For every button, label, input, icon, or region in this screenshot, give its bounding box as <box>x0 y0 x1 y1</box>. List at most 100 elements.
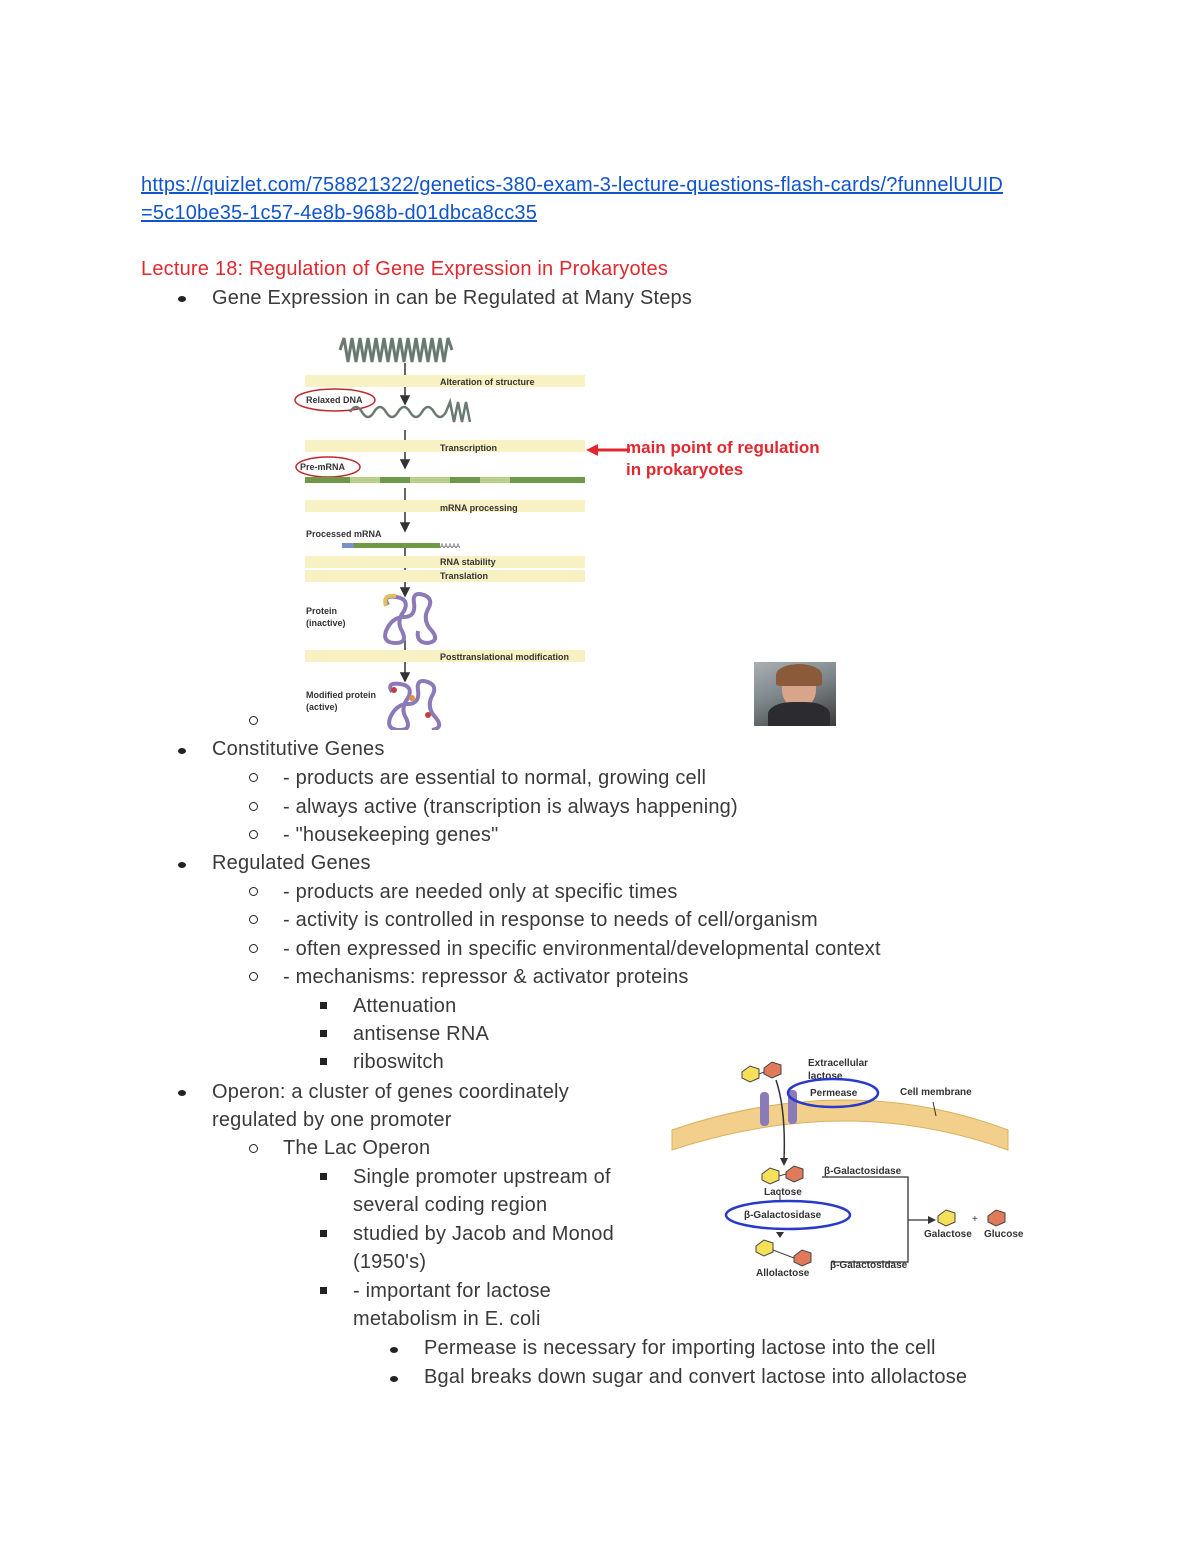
sub-sub-bullet-square <box>320 1230 327 1237</box>
step-label: Transcription <box>440 443 497 453</box>
permease-channel-icon <box>760 1092 769 1126</box>
gene-expression-steps-figure: Alteration of structure Transcription mR… <box>294 337 820 730</box>
plus-sign: + <box>972 1214 978 1225</box>
galactose-hexagon-icon <box>755 1239 774 1257</box>
galactose-hexagon-icon <box>761 1167 780 1185</box>
constitutive-item: - always active (transcription is always… <box>283 796 738 818</box>
lac-detail-item: Permease is necessary for importing lact… <box>424 1337 936 1359</box>
mechanism-item: antisense RNA <box>353 1023 489 1045</box>
operon-title-line-1: Operon: a cluster of genes coordinately <box>212 1081 569 1103</box>
galactose-hexagon-icon <box>741 1065 760 1083</box>
exon-segment <box>305 477 350 483</box>
cell-membrane-label: Cell membrane <box>900 1087 972 1098</box>
annotation-line-2: in prokaryotes <box>626 460 743 479</box>
intron-segment <box>410 477 450 483</box>
dna-coil-icon <box>338 337 454 363</box>
sub-bullet-ring <box>249 716 258 725</box>
lactose-label: Lactose <box>764 1187 802 1198</box>
relaxed-dna-icon <box>348 397 472 423</box>
step-label: mRNA processing <box>440 503 518 513</box>
modification-dot <box>425 712 431 718</box>
modified-protein-label: (active) <box>306 702 338 712</box>
lac-point-line: metabolism in E. coli <box>353 1308 541 1330</box>
sub-bullet-ring <box>249 887 258 896</box>
lac-point-line: studied by Jacob and Monod <box>353 1223 614 1245</box>
circled-label <box>294 388 376 412</box>
galactose-label: Galactose <box>924 1229 972 1240</box>
lactose-metabolism-figure: Extracellular lactose Permease Cell memb… <box>671 1058 1024 1279</box>
sub-sub-bullet-square <box>320 1287 327 1294</box>
sub-bullet-ring <box>249 773 258 782</box>
constitutive-genes-title: Constitutive Genes <box>212 738 385 760</box>
glucose-hexagon-icon <box>785 1165 804 1183</box>
down-arrowhead <box>776 1232 784 1238</box>
step-band <box>305 440 585 452</box>
permease-circle <box>786 1077 880 1109</box>
sub-sub-bullet-square <box>320 1030 327 1037</box>
product-arrowhead <box>928 1216 936 1224</box>
sub-bullet-ring <box>249 802 258 811</box>
lac-detail-item: Bgal breaks down sugar and convert lacto… <box>424 1366 968 1388</box>
mechanism-item: riboswitch <box>353 1051 444 1073</box>
glucose-hexagon-icon <box>987 1209 1006 1227</box>
extracellular-label: Extracellular <box>808 1058 868 1069</box>
protein-inactive-icon <box>383 592 438 646</box>
bgal-bottom-label: β-Galactosidase <box>830 1260 908 1271</box>
lac-point-line: Single promoter upstream of <box>353 1166 611 1188</box>
exon-segment <box>450 477 480 483</box>
exon-segment <box>380 477 410 483</box>
constitutive-item: - "housekeeping genes" <box>283 824 499 846</box>
exon-segment <box>354 543 440 548</box>
exon-segment <box>510 477 585 483</box>
galactose-hexagon-icon <box>937 1209 956 1227</box>
constitutive-item: - products are essential to normal, grow… <box>283 767 707 789</box>
sub-bullet-ring <box>249 915 258 924</box>
bgal-circled-label: β-Galactosidase <box>744 1210 822 1221</box>
lac-point-line: (1950's) <box>353 1251 427 1273</box>
cap-segment <box>342 543 354 548</box>
import-arrow <box>775 1079 786 1161</box>
bullet-dot <box>390 1347 398 1353</box>
modification-dot <box>391 687 397 693</box>
lac-point-line: - important for lactose <box>353 1280 552 1302</box>
glucose-hexagon-icon <box>763 1061 782 1079</box>
sub-sub-bullet-square <box>320 1058 327 1065</box>
regulated-item: - mechanisms: repressor & activator prot… <box>283 966 689 988</box>
import-arrowhead <box>780 1158 788 1166</box>
intron-segment <box>350 477 380 483</box>
quizlet-link-line-2[interactable]: =5c10be35-1c57-4e8b-968b-d01dbca8cc35 <box>141 202 538 224</box>
protein-tag-icon <box>383 593 397 607</box>
glycosidic-bond <box>772 1249 795 1259</box>
poly-a-tail-label: AAAAA <box>440 544 460 550</box>
regulated-item: - activity is controlled in response to … <box>283 909 818 931</box>
cell-membrane-shape <box>671 1099 1009 1151</box>
step-label: Alteration of structure <box>440 377 535 387</box>
mechanism-item: Attenuation <box>353 995 457 1017</box>
modified-protein-label: Modified protein <box>306 690 376 700</box>
reaction-bracket <box>826 1176 909 1263</box>
allolactose-label: Allolactose <box>756 1268 810 1279</box>
sub-sub-bullet-square <box>320 1173 327 1180</box>
step-band <box>305 650 585 662</box>
processed-mrna-label: Processed mRNA <box>306 529 382 539</box>
protein-label: (inactive) <box>306 618 346 628</box>
bgal-circle <box>724 1199 852 1231</box>
bullet-dot <box>178 748 186 754</box>
sub-sub-bullet-square <box>320 1002 327 1009</box>
step-label: Posttranslational modification <box>440 652 569 662</box>
regulated-item: - often expressed in specific environmen… <box>283 938 881 960</box>
permease-label: Permease <box>810 1088 858 1099</box>
quizlet-link-line-1[interactable]: https://quizlet.com/758821322/genetics-3… <box>141 174 1003 196</box>
webcam-thumbnail <box>754 662 836 726</box>
step-band <box>305 556 585 568</box>
intron-segment <box>480 477 510 483</box>
sub-bullet-ring <box>249 944 258 953</box>
glycosidic-bond <box>778 1173 787 1177</box>
step-band <box>305 570 585 582</box>
glucose-hexagon-icon <box>793 1249 812 1267</box>
protein-active-icon <box>387 679 442 730</box>
bullet-dot <box>178 862 186 868</box>
extracellular-label: lactose <box>808 1071 843 1082</box>
bullet-dot <box>178 1090 186 1096</box>
glycosidic-bond <box>758 1071 765 1075</box>
